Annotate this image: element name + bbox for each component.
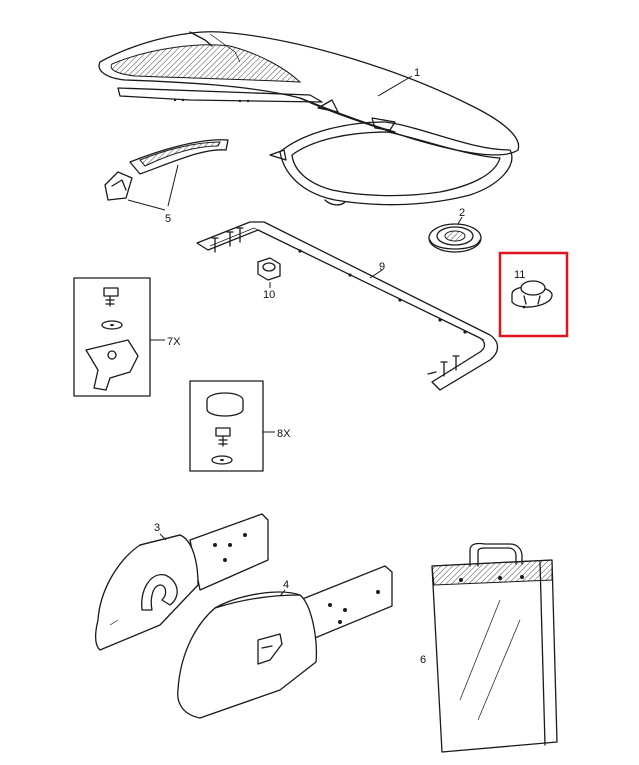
- callout-1: 1: [414, 67, 420, 79]
- callout-9: 9: [379, 261, 385, 273]
- callout-8x: 8X: [277, 428, 291, 440]
- callout-7x: 7X: [167, 336, 181, 348]
- part-10-nut[interactable]: [257, 257, 281, 288]
- part-9-frame-bar[interactable]: [196, 221, 499, 391]
- part-7x-kit[interactable]: [73, 277, 165, 397]
- callout-3: 3: [154, 522, 160, 534]
- part-3-hinge-cover-left[interactable]: [94, 513, 269, 651]
- callout-6: 6: [420, 654, 426, 666]
- part-1-soft-top[interactable]: [98, 31, 520, 206]
- callout-10: 10: [263, 289, 275, 301]
- part-8x-kit[interactable]: [189, 380, 275, 472]
- part-6-storage-bag[interactable]: [431, 542, 558, 753]
- callout-11: 11: [514, 269, 525, 281]
- callout-4: 4: [283, 579, 289, 591]
- callout-5: 5: [165, 213, 171, 225]
- part-5-strap[interactable]: [104, 139, 229, 211]
- highlight-box: [498, 251, 569, 338]
- part-4-hinge-cover-right[interactable]: [177, 565, 393, 719]
- part-2-grommet[interactable]: [428, 216, 482, 253]
- part-11-push-clip[interactable]: [498, 251, 569, 338]
- callout-2: 2: [459, 207, 465, 219]
